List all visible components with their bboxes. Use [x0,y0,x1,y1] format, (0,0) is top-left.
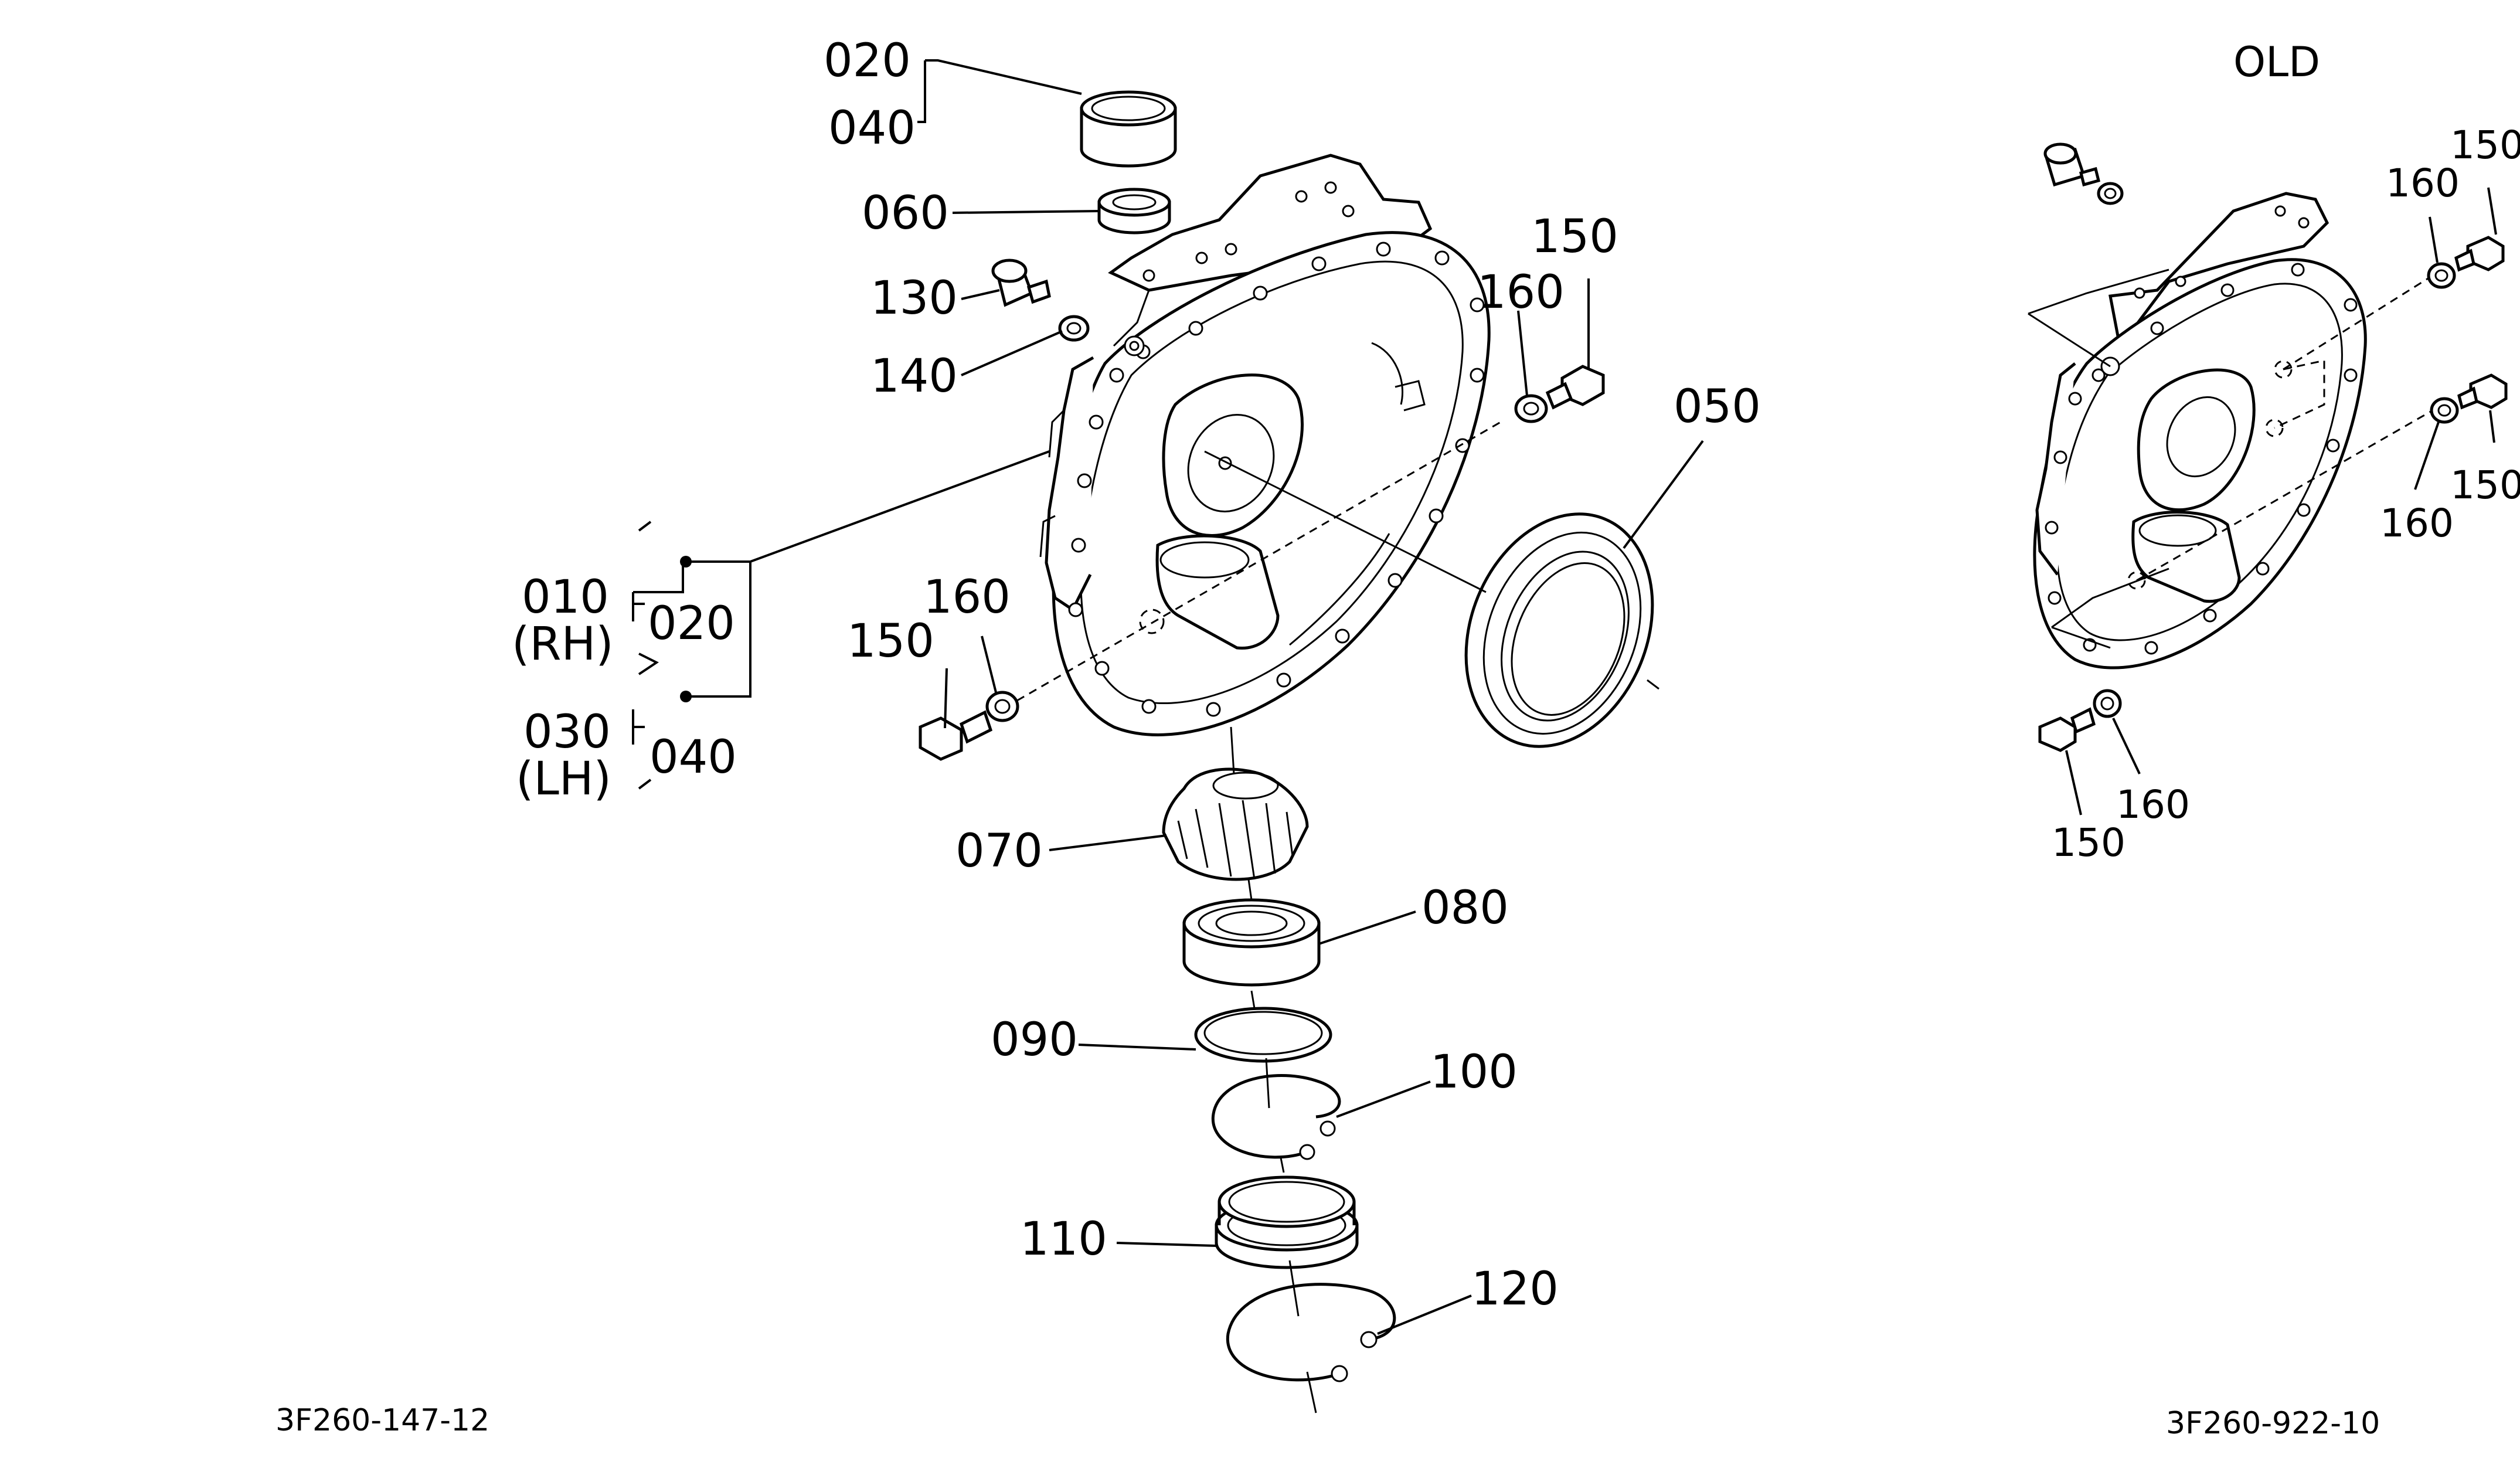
callout-010: 010 [522,571,609,624]
part-washer-140[interactable] [1058,315,1090,342]
old-washer-160-bl[interactable] [2093,689,2122,718]
callout-070: 070 [955,825,1043,878]
part-bevel-pinion-070[interactable] [1162,767,1309,881]
part-washer-160-upper[interactable] [1514,394,1548,423]
part-plug-130[interactable] [991,259,1051,307]
old-bolt-150-bl[interactable] [2038,707,2096,752]
old-callout-150-bl: 150 [2052,820,2125,865]
old-callout-160-mr: 160 [2380,501,2454,546]
old-bolt-150-mr[interactable] [2457,373,2508,410]
callout-050: 050 [1674,380,1761,433]
old-callout-160-tr: 160 [2386,161,2460,206]
callout-080: 080 [1421,882,1509,935]
label-lh: (LH) [516,753,611,806]
callout-140: 140 [870,350,958,403]
callout-040: 040 [828,102,916,155]
part-collar[interactable] [1080,90,1177,168]
old-callout-150-mr: 150 [2450,463,2520,508]
callout-060: 060 [862,187,949,240]
callout-150-lower: 150 [847,615,934,668]
old-assembly [2028,142,2508,815]
old-title: OLD [2233,38,2320,86]
diagram-code-main: 3F260-147-12 [276,1403,489,1438]
callout-110: 110 [1020,1213,1107,1266]
part-snap-ring-100[interactable] [1211,1074,1341,1160]
diagram-code-old: 3F260-922-10 [2166,1406,2380,1441]
callout-labels: 020 040 060 130 140 160 150 050 010 (RH)… [276,35,2520,1441]
callout-150-upper: 150 [1531,210,1618,263]
callout-090: 090 [991,1014,1078,1066]
callout-160-lower: 160 [923,571,1011,624]
callout-030: 030 [523,706,611,759]
part-collar-110[interactable] [1215,1175,1359,1269]
callout-160-upper: 160 [1477,266,1565,319]
callout-130: 130 [870,272,958,325]
part-case-housing[interactable] [1039,154,1491,736]
old-plug[interactable] [2043,142,2101,187]
old-callout-160-bl: 160 [2116,782,2190,827]
callout-020-group: 020 [648,597,735,650]
old-washer-top[interactable] [2097,182,2124,205]
old-callout-150-tr: 150 [2450,123,2520,168]
part-bearing-050[interactable] [1433,486,1686,775]
old-washer-160-mr[interactable] [2430,397,2459,424]
part-shim-090[interactable] [1194,1007,1332,1063]
old-bolt-150-tr[interactable] [2454,236,2505,272]
callout-120: 120 [1471,1263,1559,1316]
callout-100: 100 [1430,1046,1518,1099]
label-rh: (RH) [512,618,614,671]
part-oil-seal-060[interactable] [1097,188,1171,235]
part-snap-ring-120[interactable] [1226,1283,1396,1382]
main-assembly [632,59,1704,1413]
callout-040-group: 040 [649,731,737,784]
part-bearing-080[interactable] [1182,898,1321,987]
part-washer-160-lower[interactable] [985,691,1019,722]
part-bolt-150-lower[interactable] [919,710,993,761]
callout-020: 020 [824,35,911,87]
part-bolt-150-upper[interactable] [1545,365,1605,410]
old-washer-160-tr[interactable] [2427,262,2456,289]
